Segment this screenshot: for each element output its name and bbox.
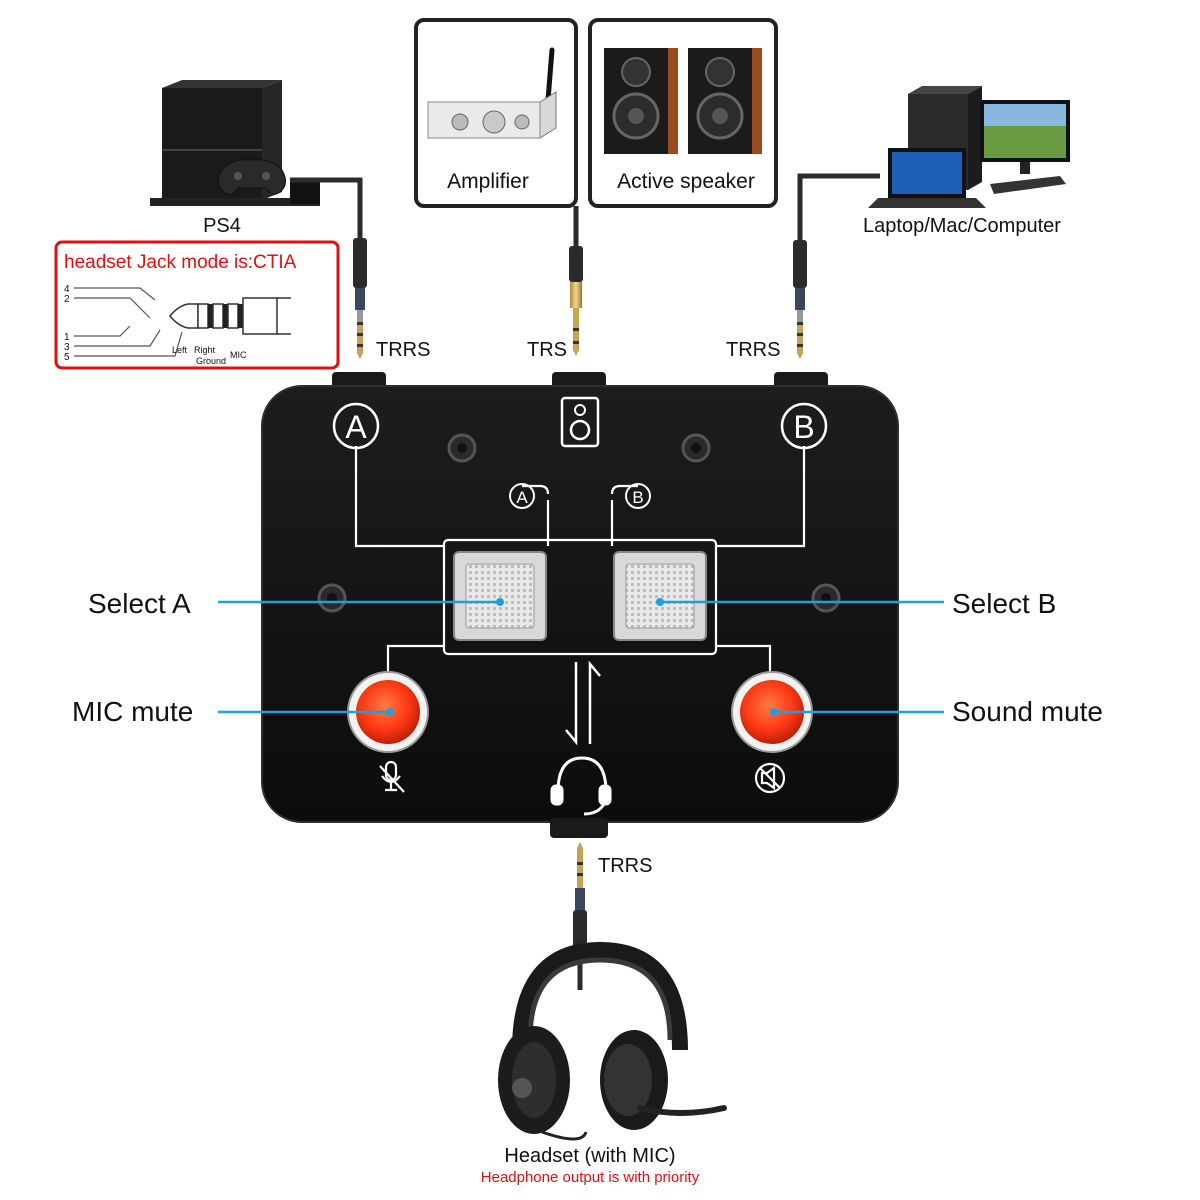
pin-4: 4	[64, 284, 70, 295]
ps4-console-icon	[150, 80, 320, 206]
small-a-badge	[509, 483, 535, 509]
select-a-label: Select A	[88, 588, 191, 619]
callout-select-b	[656, 598, 944, 606]
computer-icon	[868, 86, 1070, 208]
screw-mid-left	[317, 583, 347, 613]
plug-speaker-trs	[569, 246, 583, 356]
headset-label: Headset (with MIC)	[504, 1145, 675, 1167]
pin-label-mic: MIC	[230, 350, 247, 360]
pin-1: 1	[64, 332, 70, 343]
screw-top-left	[447, 433, 477, 463]
jack-mode-title: headset Jack mode is:CTIA	[64, 252, 297, 273]
pin-label-right: Right	[194, 345, 216, 355]
jack-mode-info-box: headset Jack mode is:CTIA 4 2 1 3 5 Left	[54, 240, 340, 370]
headset-icon	[498, 941, 727, 1141]
small-b-letter: B	[632, 488, 643, 507]
plug-headset-label: TRRS	[598, 855, 652, 877]
headset-port-icon	[550, 756, 612, 816]
mic-muted-icon	[379, 760, 405, 793]
plug-b-label: TRRS	[726, 339, 780, 361]
headset-priority-note: Headphone output is with priority	[481, 1169, 700, 1186]
circuit-lines	[354, 446, 806, 680]
plug-a-trrs	[353, 238, 367, 359]
plug-a-label: TRRS	[376, 339, 430, 361]
computer-cable	[797, 173, 880, 244]
select-b-label: Select B	[952, 588, 1056, 619]
callout-sound-mute	[770, 708, 944, 716]
port-a-badge	[332, 402, 380, 450]
pin-label-left: Left	[172, 345, 188, 355]
amplifier-panel: Amplifier	[414, 18, 578, 208]
amplifier-label: Amplifier	[447, 170, 529, 193]
select-a-key[interactable]	[453, 551, 547, 641]
amplifier-icon	[427, 47, 557, 139]
speaker-panel: Active speaker	[588, 18, 778, 208]
plug-speaker-label: TRS	[527, 339, 567, 361]
sound-mute-label: Sound mute	[952, 696, 1103, 727]
switch-box: A B A B	[261, 372, 899, 838]
speaker-icon	[604, 48, 762, 154]
pin-3: 3	[64, 342, 70, 353]
port-b-badge	[780, 402, 828, 450]
mic-mute-label: MIC mute	[72, 696, 193, 727]
port-a-letter: A	[345, 409, 367, 445]
screw-top-right	[681, 433, 711, 463]
pin-5: 5	[64, 352, 70, 363]
callout-mic-mute	[218, 708, 394, 716]
port-headset-jack	[550, 818, 608, 838]
ps4-label: PS4	[203, 215, 241, 237]
trrs-plug-drawing	[169, 297, 291, 335]
port-b-letter: B	[793, 409, 814, 445]
small-a-letter: A	[516, 488, 528, 507]
ps4-cable	[290, 177, 363, 240]
small-b-badge	[625, 483, 651, 509]
callout-select-a	[218, 598, 504, 606]
pin-2: 2	[64, 294, 70, 305]
jack-wiring-lines	[74, 287, 183, 357]
speaker-label: Active speaker	[617, 170, 755, 193]
screw-mid-right	[811, 583, 841, 613]
select-b-key[interactable]	[613, 551, 707, 641]
computer-label: Laptop/Mac/Computer	[863, 215, 1061, 237]
pin-label-ground: Ground	[196, 356, 226, 366]
switch-arrows-icon	[565, 660, 601, 746]
speaker-port-icon	[560, 396, 600, 448]
plug-headset-trrs	[573, 842, 587, 954]
sound-muted-icon	[754, 762, 786, 794]
plug-b-trrs	[793, 240, 807, 359]
